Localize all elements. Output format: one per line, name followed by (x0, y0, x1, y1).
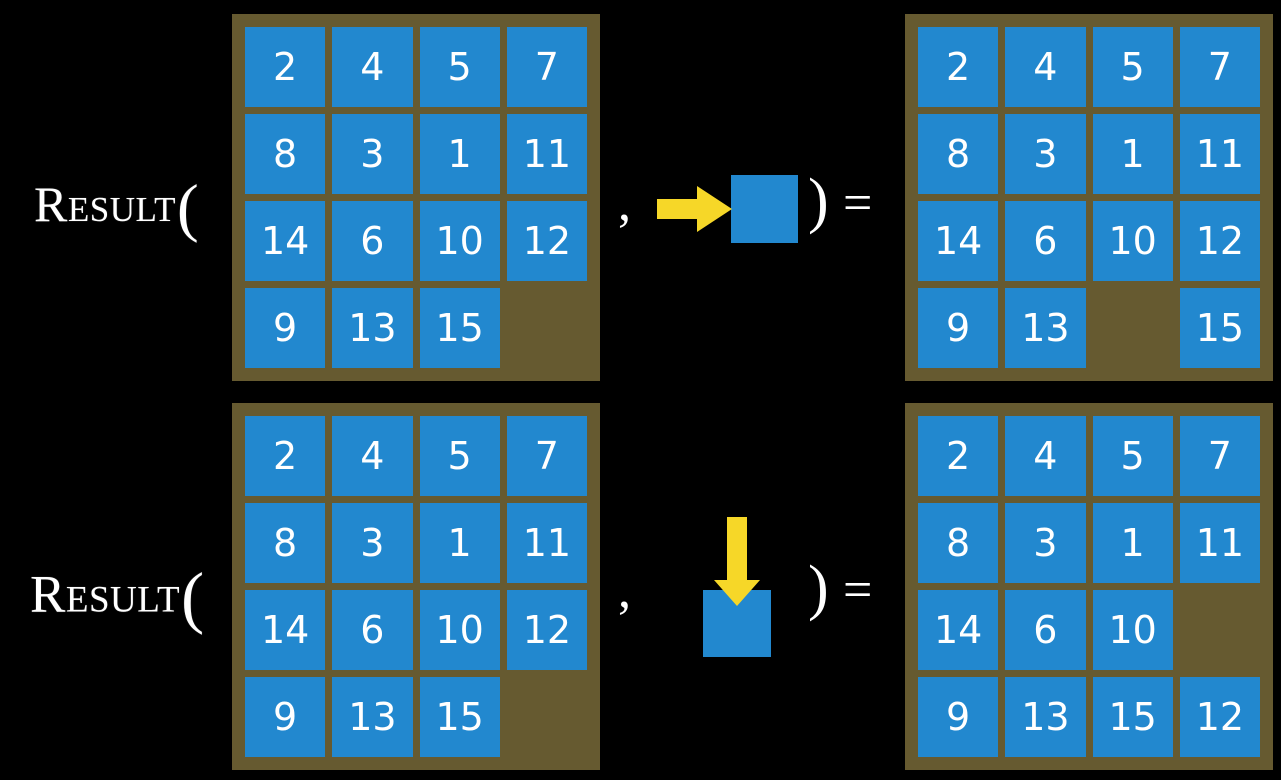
result-word-row-2: Result (30, 565, 181, 624)
tile[interactable]: 5 (1092, 27, 1173, 107)
move-down-operand (700, 512, 780, 662)
tile[interactable]: 8 (918, 114, 999, 194)
tile[interactable]: 9 (245, 288, 326, 368)
tile[interactable]: 11 (506, 114, 587, 194)
tile[interactable]: 7 (1179, 416, 1260, 496)
tile[interactable]: 6 (1005, 590, 1086, 670)
empty-slot[interactable] (507, 677, 587, 757)
result-label-row-2: Result( (30, 563, 205, 632)
tile[interactable]: 6 (332, 201, 413, 281)
tile[interactable]: 6 (332, 590, 413, 670)
tile[interactable]: 9 (918, 677, 999, 757)
comma-row-1: , (618, 175, 631, 232)
tile[interactable]: 7 (506, 27, 587, 107)
tile[interactable]: 12 (506, 201, 587, 281)
tile[interactable]: 14 (245, 590, 326, 670)
close-paren-row-1: ) (808, 167, 829, 235)
tile[interactable]: 6 (1005, 201, 1086, 281)
tile[interactable]: 4 (332, 27, 413, 107)
tile[interactable]: 2 (918, 416, 999, 496)
tile[interactable]: 11 (1179, 503, 1260, 583)
tile[interactable]: 15 (1092, 677, 1173, 757)
tile[interactable]: 15 (419, 288, 500, 368)
tile[interactable]: 3 (1005, 503, 1086, 583)
equals-sign-row-1: = (843, 175, 873, 232)
input-grid-row-1: 2 4 5 7 8 3 1 11 14 6 10 12 9 13 15 (245, 27, 587, 368)
result-word-row-1: Result (34, 176, 177, 233)
open-paren-row-1: ( (177, 172, 200, 244)
output-grid-row-1: 2 4 5 7 8 3 1 11 14 6 10 12 9 13 15 (918, 27, 1260, 368)
tile[interactable]: 2 (245, 416, 326, 496)
tile[interactable]: 13 (332, 288, 413, 368)
empty-slot[interactable] (507, 288, 587, 368)
tile[interactable]: 15 (419, 677, 500, 757)
tile[interactable]: 7 (1179, 27, 1260, 107)
tile[interactable]: 14 (918, 201, 999, 281)
move-right-operand (655, 172, 805, 248)
open-paren-row-2: ( (181, 559, 205, 635)
tile[interactable]: 5 (1092, 416, 1173, 496)
tile[interactable]: 5 (419, 416, 500, 496)
output-board-row-2: 2 4 5 7 8 3 1 11 14 6 10 9 13 15 12 (905, 403, 1273, 770)
tile[interactable]: 14 (245, 201, 326, 281)
tile[interactable]: 5 (419, 27, 500, 107)
tile[interactable]: 8 (918, 503, 999, 583)
equals-sign-row-2: = (843, 562, 873, 619)
tile[interactable]: 2 (245, 27, 326, 107)
operand-tile-right[interactable] (731, 175, 798, 243)
arrow-right-icon (657, 186, 732, 232)
tile[interactable]: 9 (245, 677, 326, 757)
tile[interactable]: 12 (1179, 677, 1260, 757)
tile[interactable]: 1 (1092, 503, 1173, 583)
tile[interactable]: 4 (332, 416, 413, 496)
tile[interactable]: 14 (918, 590, 999, 670)
tile[interactable]: 1 (419, 503, 500, 583)
arrow-down-icon (714, 517, 760, 606)
tile[interactable]: 10 (419, 590, 500, 670)
result-label-row-1: Result( (34, 176, 199, 241)
tile[interactable]: 2 (918, 27, 999, 107)
tile[interactable]: 7 (506, 416, 587, 496)
tile[interactable]: 12 (1179, 201, 1260, 281)
tile[interactable]: 9 (918, 288, 999, 368)
tile[interactable]: 8 (245, 114, 326, 194)
input-board-row-2: 2 4 5 7 8 3 1 11 14 6 10 12 9 13 15 (232, 403, 600, 770)
tile[interactable]: 15 (1179, 288, 1260, 368)
tile[interactable]: 11 (1179, 114, 1260, 194)
tile[interactable]: 13 (1005, 288, 1086, 368)
tile[interactable]: 1 (419, 114, 500, 194)
tile[interactable]: 10 (1092, 201, 1173, 281)
output-board-row-1: 2 4 5 7 8 3 1 11 14 6 10 12 9 13 15 (905, 14, 1273, 381)
empty-slot[interactable] (1093, 288, 1173, 368)
comma-row-2: , (618, 562, 631, 619)
tile[interactable]: 8 (245, 503, 326, 583)
tile[interactable]: 3 (332, 503, 413, 583)
tile[interactable]: 4 (1005, 416, 1086, 496)
tile[interactable]: 13 (1005, 677, 1086, 757)
empty-slot[interactable] (1180, 590, 1260, 670)
output-grid-row-2: 2 4 5 7 8 3 1 11 14 6 10 9 13 15 12 (918, 416, 1260, 757)
tile[interactable]: 3 (332, 114, 413, 194)
close-paren-row-2: ) (808, 554, 829, 622)
tile[interactable]: 3 (1005, 114, 1086, 194)
tile[interactable]: 1 (1092, 114, 1173, 194)
tile[interactable]: 4 (1005, 27, 1086, 107)
tile[interactable]: 10 (419, 201, 500, 281)
tile[interactable]: 10 (1092, 590, 1173, 670)
tile[interactable]: 11 (506, 503, 587, 583)
tile[interactable]: 12 (506, 590, 587, 670)
input-grid-row-2: 2 4 5 7 8 3 1 11 14 6 10 12 9 13 15 (245, 416, 587, 757)
input-board-row-1: 2 4 5 7 8 3 1 11 14 6 10 12 9 13 15 (232, 14, 600, 381)
tile[interactable]: 13 (332, 677, 413, 757)
